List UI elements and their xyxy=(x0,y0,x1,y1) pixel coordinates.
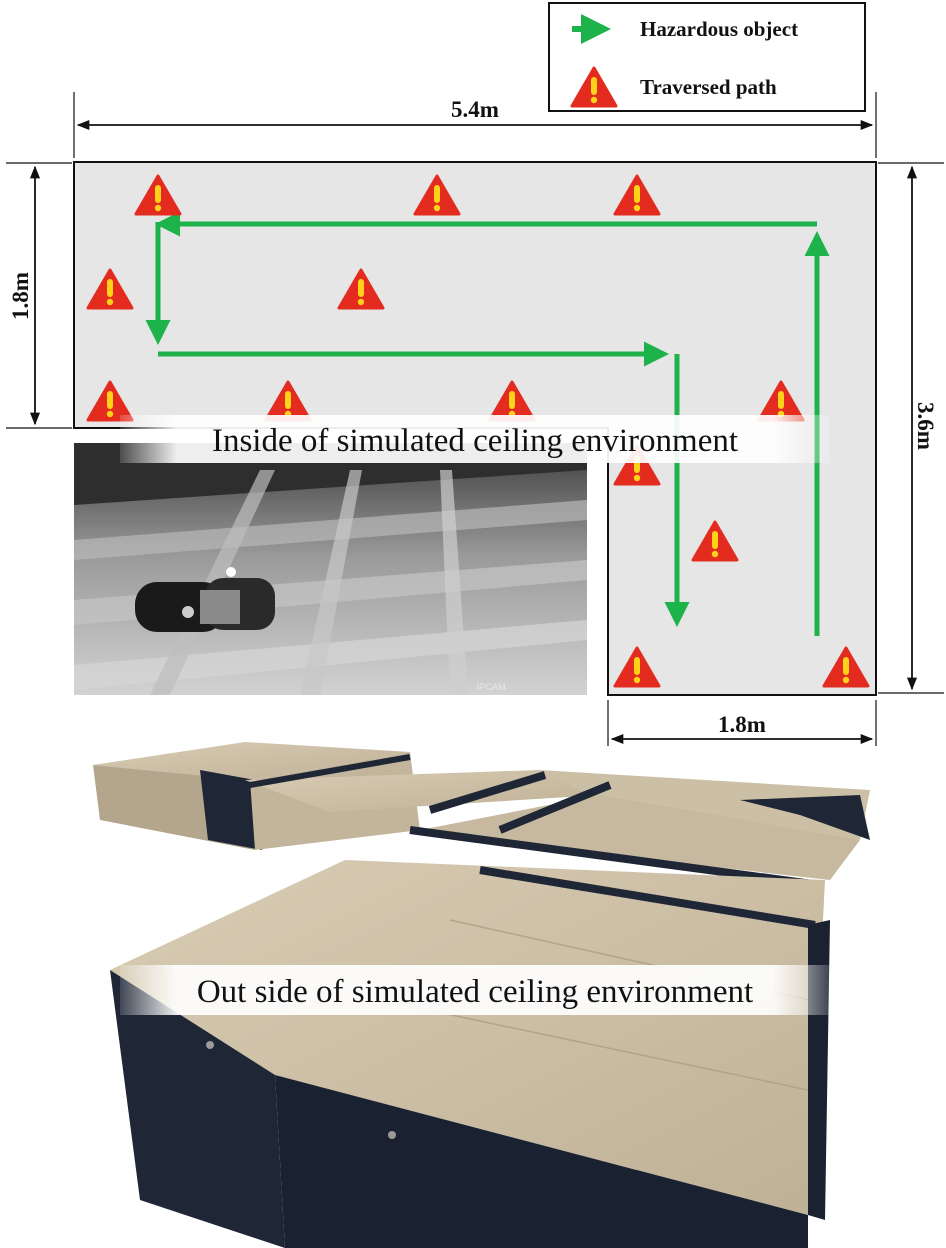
left-height-label: 1.8m xyxy=(8,272,33,320)
robot xyxy=(135,567,275,632)
legend-arrow-label: Hazardous object xyxy=(640,17,798,41)
right-height-label: 3.6m xyxy=(913,402,938,450)
top-width-label: 5.4m xyxy=(451,97,499,122)
photo-watermark: IPCAM xyxy=(477,682,506,692)
legend-hazard-label: Traversed path xyxy=(640,75,777,99)
outside-photo xyxy=(93,742,870,1248)
bottom-width-label: 1.8m xyxy=(718,712,766,737)
outside-caption: Out side of simulated ceiling environmen… xyxy=(197,974,753,1010)
inside-photo: IPCAM xyxy=(74,443,587,695)
inside-caption: Inside of simulated ceiling environment xyxy=(212,423,738,459)
inside-caption-band xyxy=(120,415,830,463)
legend: Hazardous object Traversed path xyxy=(548,2,866,112)
dimension-lines: 5.4m 1.8m 3.6m 1.8m xyxy=(6,92,944,746)
outside-caption-band xyxy=(120,965,830,1015)
